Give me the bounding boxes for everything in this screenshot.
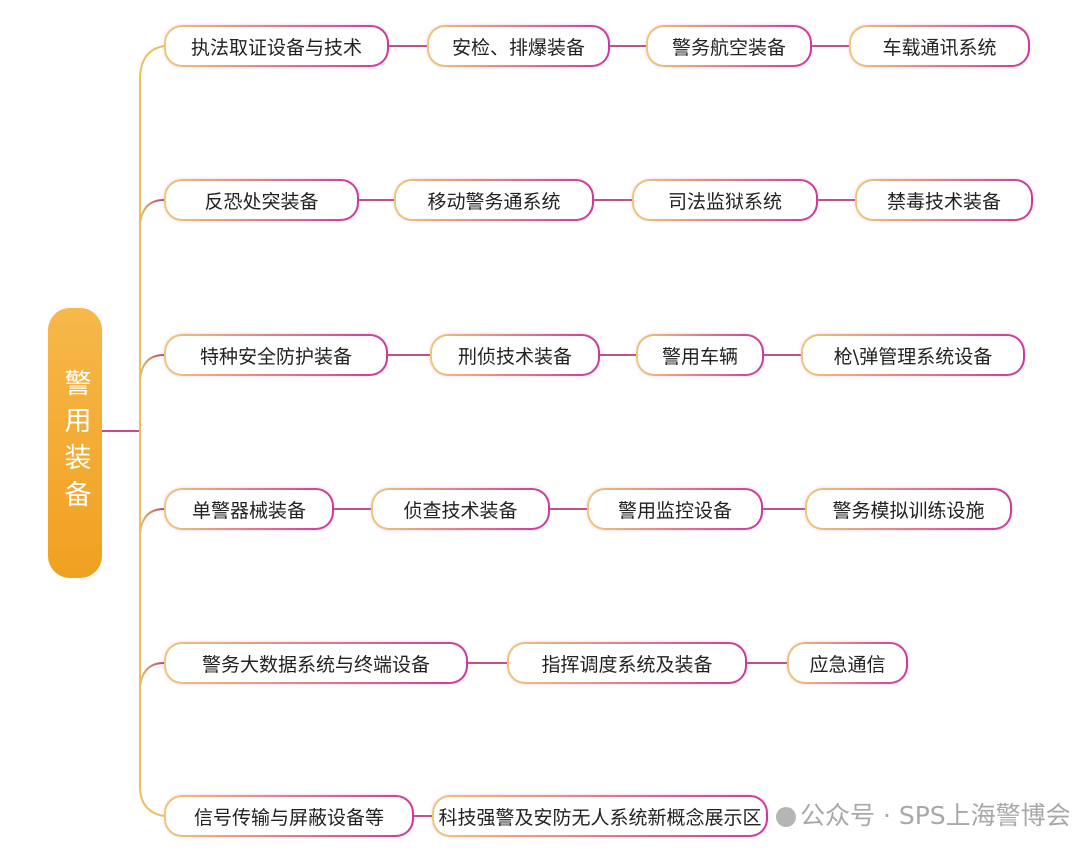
watermark-prefix: 公众号 · (800, 801, 891, 830)
leaf-node[interactable]: 警务航空装备 (646, 25, 812, 67)
watermark: 公众号 · SPS上海警博会 (776, 801, 1071, 831)
leaf-node[interactable]: 警用车辆 (636, 334, 764, 376)
leaf-node[interactable]: 安检、排爆装备 (427, 25, 610, 67)
wechat-icon (776, 807, 796, 827)
root-node[interactable]: 警用装备 (48, 308, 102, 578)
root-label: 警用装备 (59, 369, 91, 517)
leaf-node[interactable]: 警用监控设备 (587, 488, 763, 530)
leaf-node[interactable]: 警务模拟训练设施 (805, 488, 1012, 530)
watermark-name: SPS上海警博会 (898, 801, 1071, 830)
branch-node[interactable]: 执法取证设备与技术 (164, 25, 389, 67)
leaf-node[interactable]: 禁毒技术装备 (855, 179, 1033, 221)
leaf-node[interactable]: 侦查技术装备 (371, 488, 550, 530)
leaf-node[interactable]: 车载通讯系统 (849, 25, 1030, 67)
leaf-node[interactable]: 指挥调度系统及装备 (507, 642, 747, 684)
leaf-node[interactable]: 司法监狱系统 (632, 179, 818, 221)
leaf-node[interactable]: 科技强警及安防无人系统新概念展示区 (432, 795, 768, 837)
leaf-node[interactable]: 移动警务通系统 (394, 179, 594, 221)
branch-curve (139, 354, 165, 381)
branch-node[interactable]: 单警器械装备 (164, 488, 334, 530)
branch-node[interactable]: 信号传输与屏蔽设备等 (164, 795, 414, 837)
branch-node[interactable]: 反恐处突装备 (164, 179, 359, 221)
leaf-node[interactable]: 枪\弹管理系统设备 (801, 334, 1025, 376)
branch-node[interactable]: 特种安全防护装备 (164, 334, 388, 376)
leaf-node[interactable]: 刑侦技术装备 (430, 334, 600, 376)
trunk-line (139, 45, 165, 817)
branch-curve (139, 199, 165, 226)
branch-curve (139, 662, 165, 689)
branch-curve (139, 508, 165, 535)
branch-node[interactable]: 警务大数据系统与终端设备 (164, 642, 468, 684)
leaf-node[interactable]: 应急通信 (787, 642, 908, 684)
